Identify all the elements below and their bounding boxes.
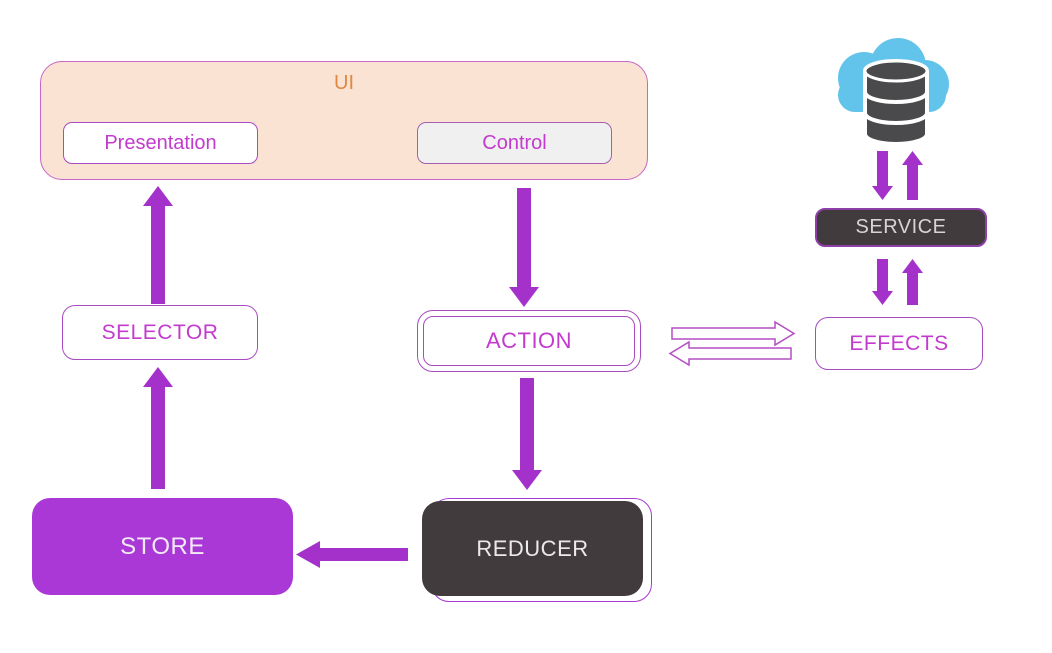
arrow-effects-to-action bbox=[668, 340, 792, 367]
action-inner-border: ACTION bbox=[423, 316, 635, 366]
database-icon bbox=[863, 59, 929, 146]
node-reducer: REDUCER bbox=[422, 501, 643, 596]
node-selector: SELECTOR bbox=[62, 305, 258, 360]
arrow-selector-to-presentation bbox=[143, 186, 173, 304]
arrow-reducer-to-store bbox=[296, 541, 408, 568]
node-service: SERVICE bbox=[815, 208, 987, 247]
arrow-action-to-reducer bbox=[512, 378, 542, 490]
arrow-control-to-action bbox=[509, 188, 539, 307]
arrow-effects-to-service bbox=[902, 259, 923, 305]
node-store: STORE bbox=[32, 498, 293, 595]
store-label: STORE bbox=[120, 532, 205, 560]
reducer-label: REDUCER bbox=[476, 535, 589, 561]
node-action: ACTION bbox=[417, 310, 641, 372]
node-effects: EFFECTS bbox=[815, 317, 983, 370]
control-label: Control bbox=[482, 131, 547, 154]
arrow-cloud-to-service bbox=[872, 151, 893, 200]
node-presentation: Presentation bbox=[63, 122, 258, 164]
arrow-service-to-effects bbox=[872, 259, 893, 305]
arrow-action-to-effects bbox=[671, 320, 796, 347]
cloud-icon bbox=[838, 38, 949, 112]
arrow-store-to-selector bbox=[143, 367, 173, 489]
effects-label: EFFECTS bbox=[849, 331, 949, 355]
node-control: Control bbox=[417, 122, 612, 164]
ui-group-label: UI bbox=[334, 72, 354, 94]
selector-label: SELECTOR bbox=[101, 320, 219, 344]
action-label: ACTION bbox=[485, 328, 573, 353]
service-label: SERVICE bbox=[855, 216, 947, 238]
arrow-service-to-cloud bbox=[902, 151, 923, 200]
cloud-database-icon bbox=[838, 38, 949, 146]
presentation-label: Presentation bbox=[104, 131, 217, 154]
